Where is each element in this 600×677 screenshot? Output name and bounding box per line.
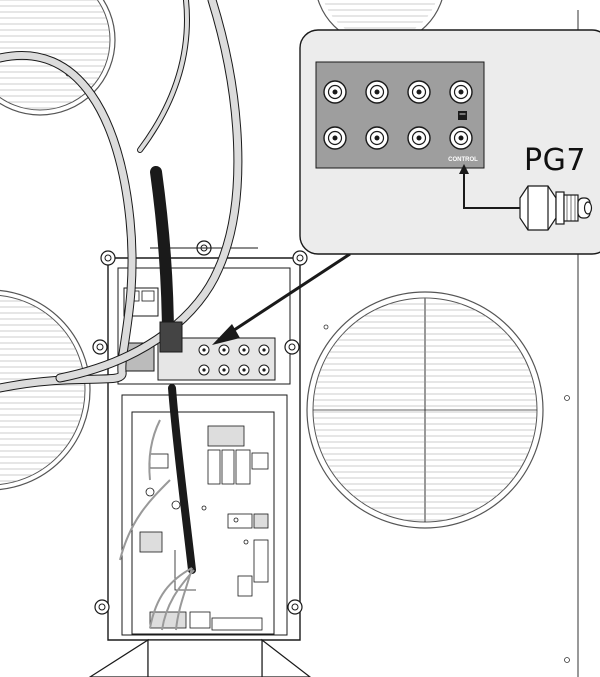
plate-port-3 (238, 344, 250, 356)
black-cable (150, 166, 196, 574)
fan-grille-top-left-icon (0, 0, 116, 116)
plate-port-4 (258, 344, 270, 356)
circuit-board (131, 411, 275, 635)
port-5 (323, 126, 347, 150)
gland-plate (157, 337, 276, 381)
grey-wires (119, 419, 195, 631)
port-2 (365, 80, 389, 104)
plate-port-8 (258, 364, 270, 376)
port-6 (365, 126, 389, 150)
plate-port-1 (198, 344, 210, 356)
cable-gland-icon (519, 185, 593, 231)
gland-size-label: PG7 (524, 143, 586, 178)
control-port-label: CONTROL (448, 157, 478, 163)
cable-gland-installed-icon (159, 321, 183, 353)
base-bracket (88, 638, 311, 677)
port-4 (449, 80, 473, 104)
plate-port-5 (198, 364, 210, 376)
plate-port-6 (218, 364, 230, 376)
port-1 (323, 80, 347, 104)
fan-grille-left-icon (0, 289, 91, 491)
pointer-arrow-icon (212, 252, 351, 345)
control-port-icon (458, 111, 467, 120)
port-8 (449, 126, 473, 150)
fan-grille-icon (306, 291, 544, 529)
plate-port-2 (218, 344, 230, 356)
white-cable-loop (0, 0, 243, 393)
port-3 (407, 80, 431, 104)
port-7 (407, 126, 431, 150)
plate-port-7 (238, 364, 250, 376)
